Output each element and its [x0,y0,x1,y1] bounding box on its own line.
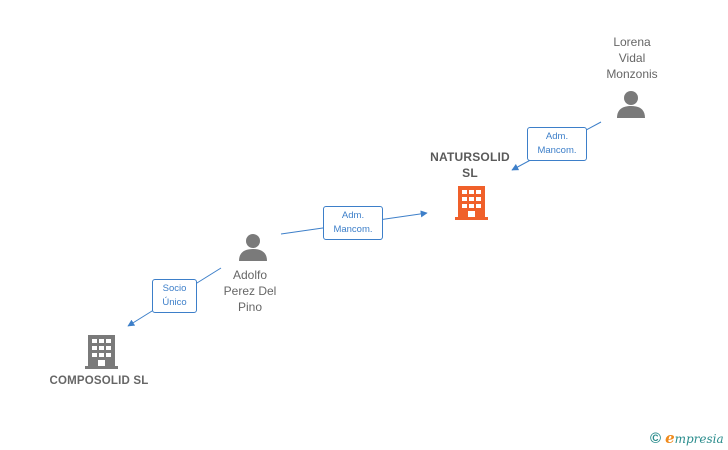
label-line: Mancom. [333,224,373,235]
label-line: Perez Del [223,284,277,298]
label-line: Adm. [341,210,365,221]
label-line: Adolfo [232,268,268,282]
company-label-natursolid[interactable]: NATURSOLID SL [420,149,520,181]
label-line: COMPOSOLID SL [49,375,149,387]
person-label-adolfo[interactable]: Adolfo Perez Del Pino [210,267,290,315]
label-line: SL [462,166,478,180]
label-line: Único [162,297,187,308]
brand-logo: empresia [665,429,724,447]
label-line: Monzonis [606,67,658,81]
label-line: NATURSOLID [430,150,510,164]
label-line: Lorena [613,35,651,49]
edge-label-lorena-natursolid[interactable]: Adm. Mancom. [527,127,587,161]
edge-label-adolfo-composolid[interactable]: Socio Único [152,279,197,313]
person-icon[interactable] [238,233,268,261]
building-icon[interactable] [455,186,488,220]
brand-watermark: © empresia [650,428,724,448]
label-line: Pino [237,300,263,314]
person-label-lorena[interactable]: Lorena Vidal Monzonis [592,34,672,82]
edge-label-adolfo-natursolid[interactable]: Adm. Mancom. [323,206,383,240]
person-icon[interactable] [616,90,646,118]
label-line: Mancom. [537,145,577,156]
label-line: Socio [162,283,187,294]
building-icon[interactable] [85,335,118,369]
company-label-composolid[interactable]: COMPOSOLID SL [40,373,158,389]
label-line: Adm. [545,131,569,142]
copyright-symbol: © [650,429,662,447]
label-line: Vidal [618,51,646,65]
